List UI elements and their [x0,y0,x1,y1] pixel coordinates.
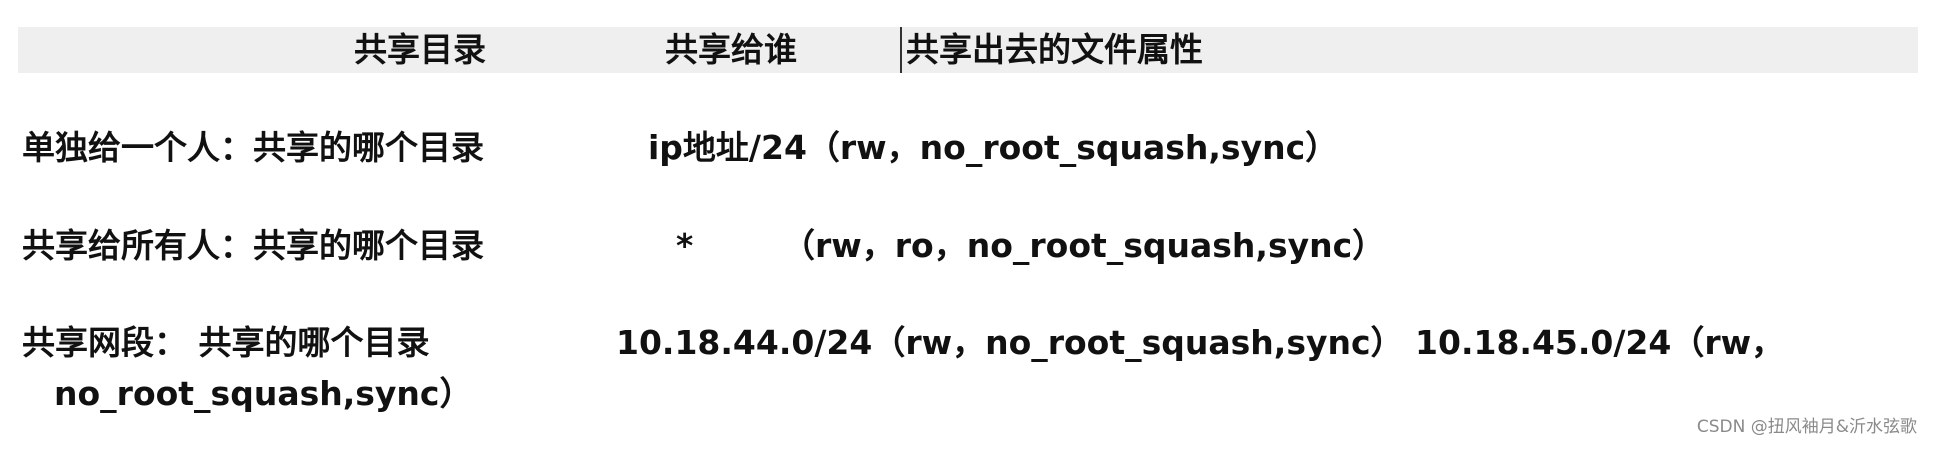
row-everyone: 共享给所有人：共享的哪个目录 * （rw，ro，no_root_squash,s… [22,226,1902,266]
row-attrs: （rw，ro，no_root_squash,sync） [782,226,1386,265]
watermark: CSDN @扭风袖月&沂水弦歌 [1696,417,1917,437]
row-target: * [676,226,694,265]
row-subnet-continuation: no_root_squash,sync） [54,374,654,414]
header-share-to: 共享给谁 [665,30,797,69]
column-divider [900,27,902,73]
row-continuation: no_root_squash,sync） [54,374,473,413]
row-target: ip地址/24（rw，no_root_squash,sync） [648,128,1339,167]
row-single-person: 单独给一个人：共享的哪个目录 ip地址/24（rw，no_root_squash… [22,128,1902,168]
row-label: 单独给一个人：共享的哪个目录 [22,128,484,167]
row-label: 共享网段： 共享的哪个目录 [22,323,430,362]
row-label: 共享给所有人：共享的哪个目录 [22,226,484,265]
header-share-attr: 共享出去的文件属性 [906,30,1203,69]
header-share-dir: 共享目录 [354,30,486,69]
row-target: 10.18.44.0/24（rw，no_root_squash,sync） 10… [616,323,1785,362]
table-header: 共享目录 共享给谁 共享出去的文件属性 [18,27,1918,73]
row-subnet: 共享网段： 共享的哪个目录 10.18.44.0/24（rw，no_root_s… [22,323,1922,363]
